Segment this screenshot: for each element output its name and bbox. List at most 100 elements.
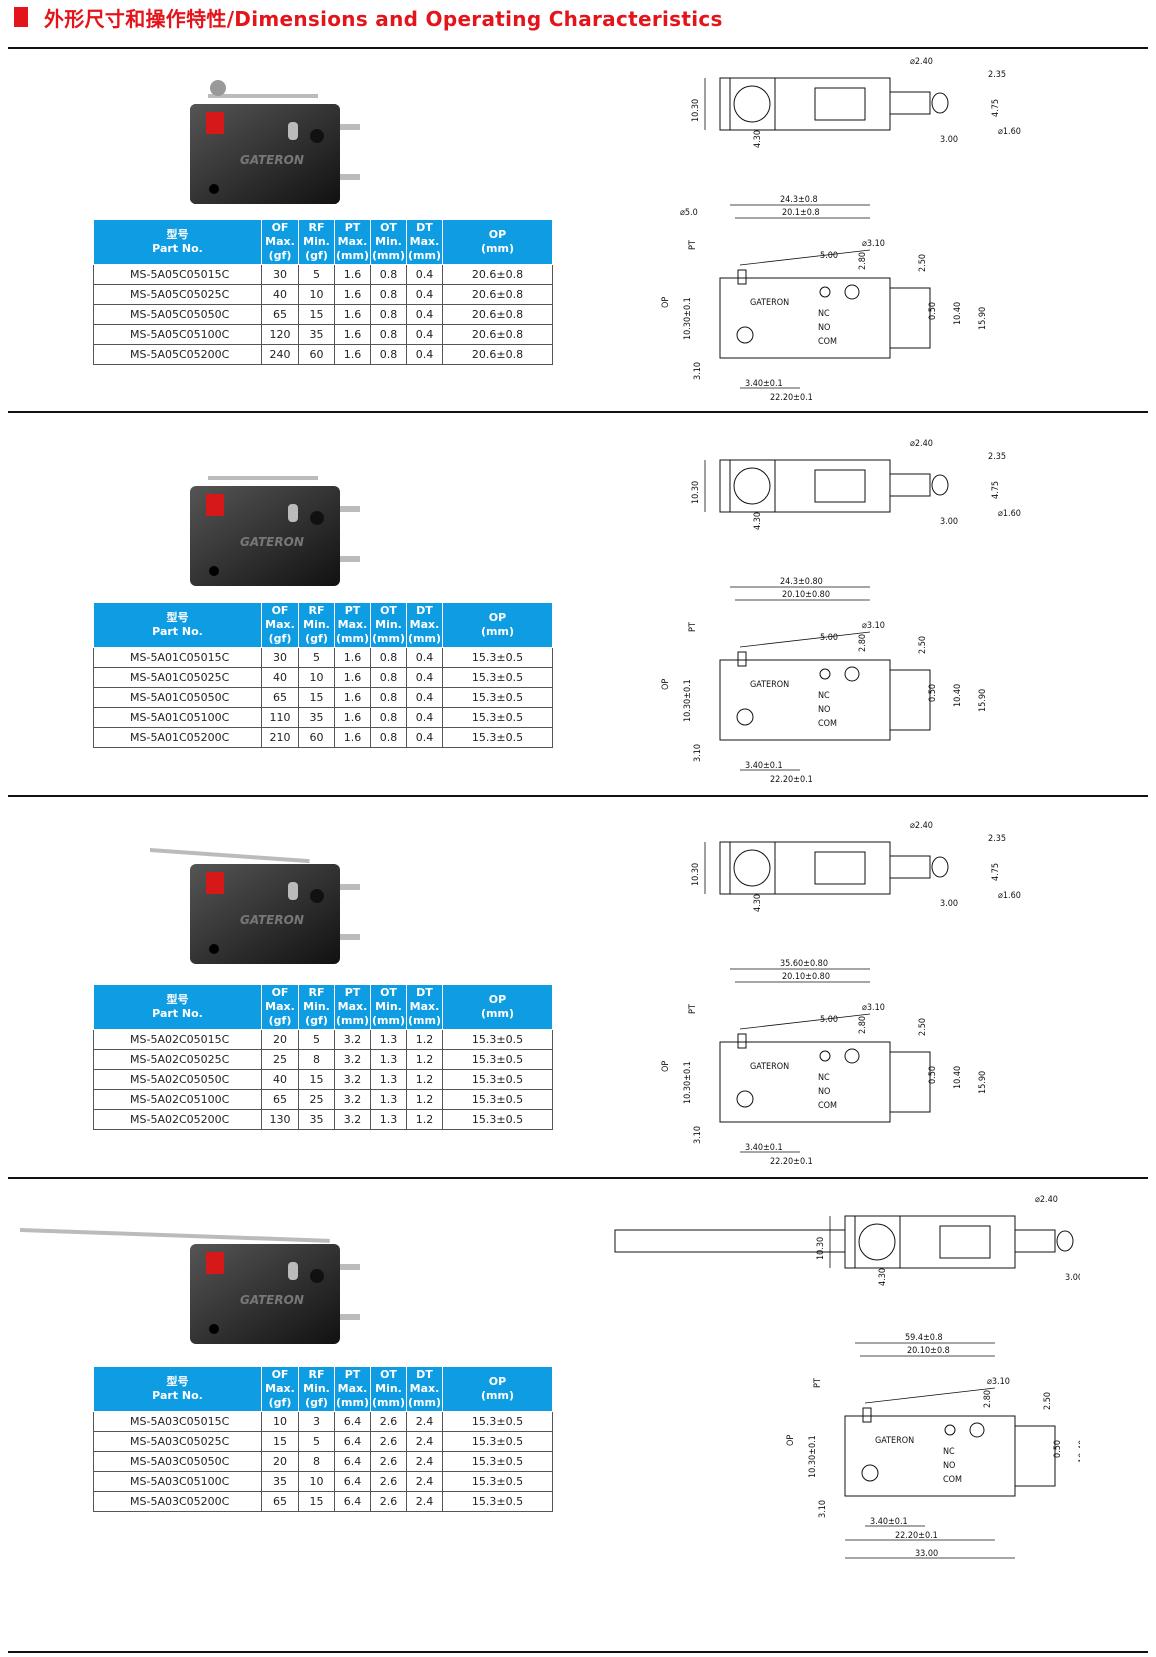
cell-op: 15.3±0.5 — [442, 1029, 553, 1050]
cell-rf: 10 — [298, 667, 335, 688]
cell-pt: 3.2 — [334, 1029, 371, 1050]
col-op: OP(mm) — [442, 602, 553, 648]
dimension-label: 10.30 — [816, 1237, 826, 1260]
dimension-label: OP — [661, 297, 671, 308]
cell-pt: 1.6 — [334, 727, 371, 748]
divider — [8, 795, 1148, 797]
cell-op: 15.3±0.5 — [442, 727, 553, 748]
switch-photo: GATERON — [20, 1228, 360, 1344]
dimension-label: 3.00 — [940, 135, 958, 145]
cell-rf: 15 — [298, 304, 335, 325]
switch-photo: GATERON — [150, 848, 360, 964]
cell-op: 15.3±0.5 — [442, 1451, 553, 1472]
cell-op: 15.3±0.5 — [442, 1089, 553, 1110]
cell-part: MS-5A02C05025C — [93, 1049, 262, 1070]
cell-of: 40 — [261, 667, 299, 688]
dimension-label: PT — [688, 1004, 698, 1014]
cell-pt: 1.6 — [334, 707, 371, 728]
dimension-label: 10.30±0.1 — [683, 679, 693, 722]
dimension-label: 20.10±0.80 — [782, 972, 830, 982]
cell-rf: 3 — [298, 1411, 335, 1432]
dimension-label: 20.10±0.80 — [782, 590, 830, 600]
cell-rf: 10 — [298, 1471, 335, 1492]
cell-of: 130 — [261, 1109, 299, 1130]
dimension-label: 15.90 — [978, 1071, 988, 1094]
cell-op: 15.3±0.5 — [442, 1431, 553, 1452]
terminal-label: NO — [943, 1461, 955, 1471]
cell-op: 15.3±0.5 — [442, 1109, 553, 1130]
dimension-label: 3.10 — [693, 1126, 703, 1144]
cell-ot: 0.8 — [370, 667, 407, 688]
cell-ot: 0.8 — [370, 687, 407, 708]
dimension-label: 2.50 — [918, 254, 928, 272]
cell-pt: 6.4 — [334, 1431, 371, 1452]
cell-pt: 6.4 — [334, 1471, 371, 1492]
dimension-label: 10.30±0.1 — [683, 1061, 693, 1104]
cell-of: 20 — [261, 1029, 299, 1050]
dimension-label: ⌀3.10 — [862, 621, 885, 631]
dimension-label: 2.35 — [988, 70, 1006, 80]
cell-pt: 3.2 — [334, 1049, 371, 1070]
cell-part: MS-5A02C05100C — [93, 1089, 262, 1110]
cell-dt: 0.4 — [406, 727, 443, 748]
dimension-label: 22.20±0.1 — [770, 393, 813, 400]
cell-pt: 6.4 — [334, 1491, 371, 1512]
dimension-label: 10.40 — [953, 1066, 963, 1089]
cell-rf: 5 — [298, 1029, 335, 1050]
dimension-label: ⌀5.0 — [680, 208, 698, 218]
cell-part: MS-5A05C05100C — [93, 324, 262, 345]
col-op: OP(mm) — [442, 984, 553, 1030]
dimension-label: 5.00 — [820, 633, 838, 643]
cell-of: 15 — [261, 1431, 299, 1452]
dimension-label: 10.30 — [691, 863, 701, 886]
dimension-label: 10.30 — [691, 99, 701, 122]
cell-part: MS-5A03C05050C — [93, 1451, 262, 1472]
dimension-label: 3.40±0.1 — [745, 1143, 783, 1153]
cell-op: 15.3±0.5 — [442, 1491, 553, 1512]
cell-dt: 0.4 — [406, 324, 443, 345]
cell-of: 110 — [261, 707, 299, 728]
cell-pt: 1.6 — [334, 324, 371, 345]
cell-rf: 35 — [298, 707, 335, 728]
dimension-label: 2.35 — [988, 452, 1006, 462]
cell-pt: 1.6 — [334, 687, 371, 708]
dimension-label: 5.00 — [820, 251, 838, 261]
cell-part: MS-5A05C05050C — [93, 304, 262, 325]
cell-of: 65 — [261, 1491, 299, 1512]
cell-dt: 2.4 — [406, 1471, 443, 1492]
cell-of: 10 — [261, 1411, 299, 1432]
cell-dt: 1.2 — [406, 1069, 443, 1090]
dimension-label: 2.50 — [918, 1018, 928, 1036]
terminal-label: COM — [818, 337, 837, 347]
cell-op: 15.3±0.5 — [442, 1069, 553, 1090]
dimension-label: 0.50 — [928, 684, 938, 702]
cell-dt: 0.4 — [406, 687, 443, 708]
cell-part: MS-5A01C05015C — [93, 647, 262, 668]
cell-op: 20.6±0.8 — [442, 344, 553, 365]
divider — [8, 1651, 1148, 1653]
dimension-label: 4.30 — [878, 1268, 888, 1286]
terminal-label: NO — [818, 705, 830, 715]
dimension-label: PT — [688, 240, 698, 250]
cell-of: 65 — [261, 687, 299, 708]
cell-dt: 1.2 — [406, 1029, 443, 1050]
dimension-label: 20.10±0.8 — [907, 1346, 950, 1356]
dimension-label: 3.00 — [940, 517, 958, 527]
brand-logo: GATERON — [240, 913, 304, 927]
cell-op: 20.6±0.8 — [442, 284, 553, 305]
dimension-label: ⌀1.60 — [998, 127, 1021, 137]
